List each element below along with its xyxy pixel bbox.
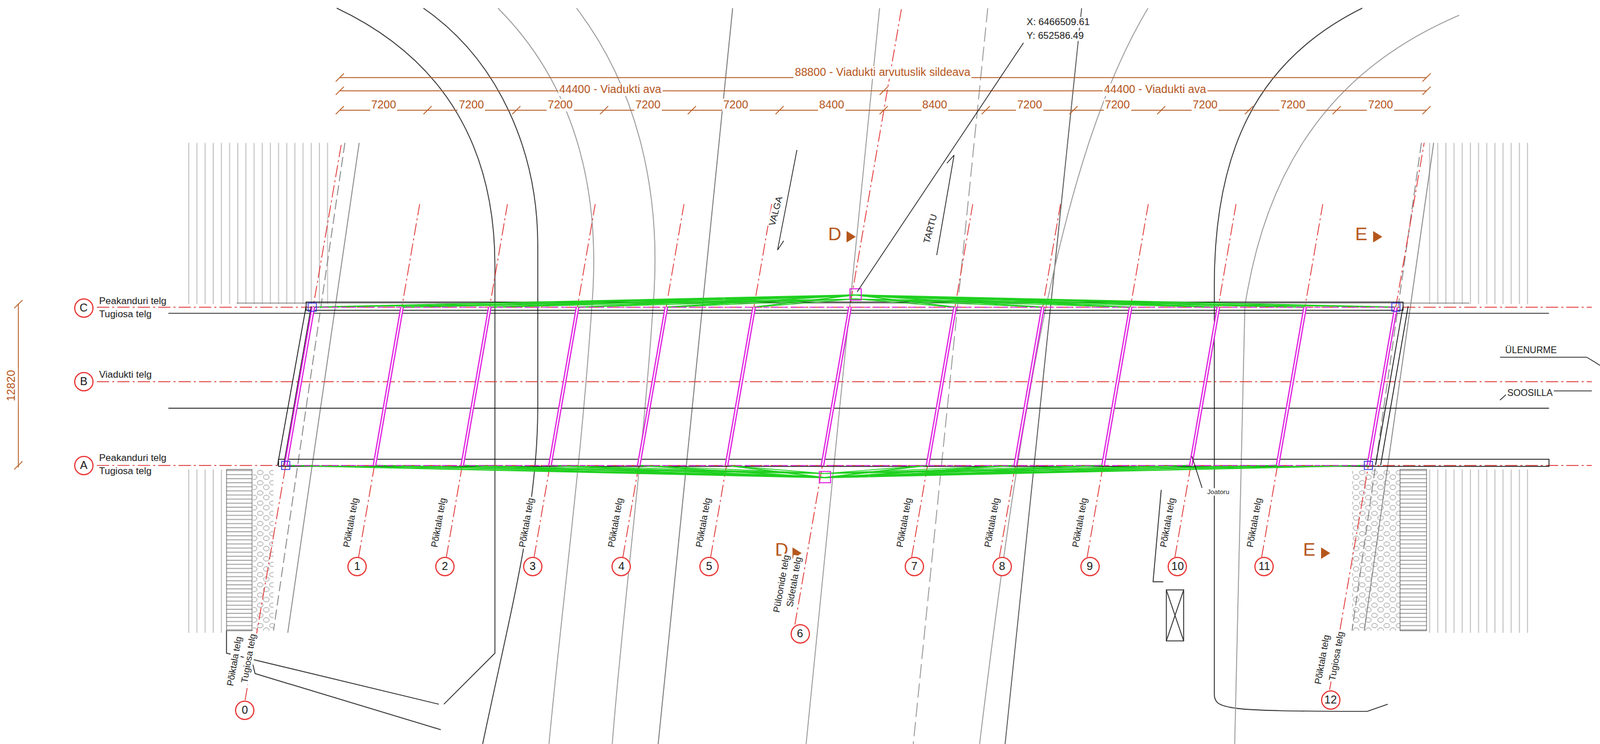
direction-label: SOOSILLA xyxy=(1505,387,1554,399)
direction-label: ÜLENURME xyxy=(1504,345,1558,356)
dimension-text: 7200 xyxy=(1103,98,1132,112)
axis-name: Põiktala telg xyxy=(429,495,449,549)
axis-id: 4 xyxy=(618,560,625,573)
dimension-text: 7200 xyxy=(546,98,574,112)
axis-bubble: 10 xyxy=(1167,556,1188,577)
axis-name: Tugiosa telg xyxy=(98,309,153,320)
axis-name: Põiktala telg xyxy=(982,495,1002,549)
axis-id: 2 xyxy=(441,560,448,573)
axis-id: 8 xyxy=(998,560,1006,573)
dimension-text: 7200 xyxy=(458,98,486,112)
axis-id: 6 xyxy=(796,627,804,640)
section-marker: E xyxy=(1354,224,1369,245)
cables xyxy=(285,294,1396,478)
dimension-text: 7200 xyxy=(1015,98,1044,112)
axis-name: Põiktala telg xyxy=(1244,495,1264,549)
axis-bubble: 12 xyxy=(1321,690,1341,710)
axis-bubble: 5 xyxy=(699,556,719,577)
abutment-stone xyxy=(226,469,1427,631)
axis-lines xyxy=(96,7,1593,700)
axis-name: Põiktala telg xyxy=(341,495,361,549)
dimension-text: 7200 xyxy=(370,98,398,112)
axis-id: 3 xyxy=(529,560,536,573)
axis-id: B xyxy=(79,375,88,388)
axis-bubble: C xyxy=(74,298,94,318)
axis-bubble: 3 xyxy=(523,556,543,577)
axis-bubble: 11 xyxy=(1254,556,1274,577)
axis-bubble: 1 xyxy=(347,556,367,577)
section-marker: E xyxy=(1301,540,1316,561)
axis-name: Peakanduri telg xyxy=(98,295,168,307)
axis-id: 10 xyxy=(1171,560,1184,573)
axis-bubble: 2 xyxy=(435,556,455,577)
dimension-text: 7200 xyxy=(1367,98,1395,112)
axis-name: Põiktala telg xyxy=(1070,495,1089,549)
axis-name: Viadukti telg xyxy=(98,369,153,380)
axis-name: Põiktala telg xyxy=(516,495,536,549)
axis-id: 7 xyxy=(910,560,918,573)
coordinate-note: X: 6466509.61 xyxy=(1025,17,1092,28)
dimension-text: 12820 xyxy=(5,369,18,403)
direction-label: TARTU xyxy=(921,211,941,246)
dimension-text: 8400 xyxy=(817,98,846,112)
dimension-text: 44400 - Viadukti ava xyxy=(1103,83,1208,97)
axis-id: A xyxy=(79,459,88,472)
railings xyxy=(181,142,1531,633)
axis-bubble: 7 xyxy=(904,556,925,577)
dimension-text: 8400 xyxy=(921,98,949,112)
axis-id: 12 xyxy=(1324,693,1338,707)
axis-bubble: 9 xyxy=(1080,556,1100,577)
axis-name: Tugiosa telg xyxy=(98,466,153,477)
axis-id: 1 xyxy=(354,560,361,573)
axis-name: Põiktala telg xyxy=(693,495,713,549)
axis-name: Põiktala telg xyxy=(1157,495,1177,549)
axis-bubble: 6 xyxy=(790,624,810,644)
axis-name: Peakanduri telg xyxy=(98,452,168,464)
axis-id: 11 xyxy=(1258,560,1270,573)
dimension-lines xyxy=(14,73,1431,470)
dimension-text: 44400 - Viadukti ava xyxy=(557,83,663,97)
axis-bubble: 8 xyxy=(992,556,1012,577)
dimension-text: 7200 xyxy=(1191,98,1219,112)
axis-name: Põiktala telg xyxy=(894,495,914,549)
axis-id: C xyxy=(79,301,88,315)
axis-bubble: 0 xyxy=(235,700,255,720)
axis-id: 0 xyxy=(241,703,249,717)
section-marker: D xyxy=(827,224,843,245)
crossbeams xyxy=(281,288,1401,483)
axis-bubble: B xyxy=(74,371,94,392)
direction-label: VALGA xyxy=(766,194,785,229)
coordinate-note: Y: 652586.49 xyxy=(1025,30,1085,42)
roads xyxy=(226,7,1460,744)
deck xyxy=(168,301,1549,467)
dimension-text: 7200 xyxy=(634,98,662,112)
axis-name: Põiktala telg xyxy=(605,495,625,549)
dimension-text: 7200 xyxy=(1279,98,1307,112)
dimension-text: 88800 - Viadukti arvutuslik sildeava xyxy=(794,66,972,79)
axis-id: 5 xyxy=(706,560,713,573)
axis-id: 9 xyxy=(1086,560,1093,573)
callout-label: Joatoru xyxy=(1205,488,1231,496)
dimension-text: 7200 xyxy=(722,98,750,112)
axis-bubble: A xyxy=(74,455,94,476)
markers-and-leaders xyxy=(777,42,1600,558)
